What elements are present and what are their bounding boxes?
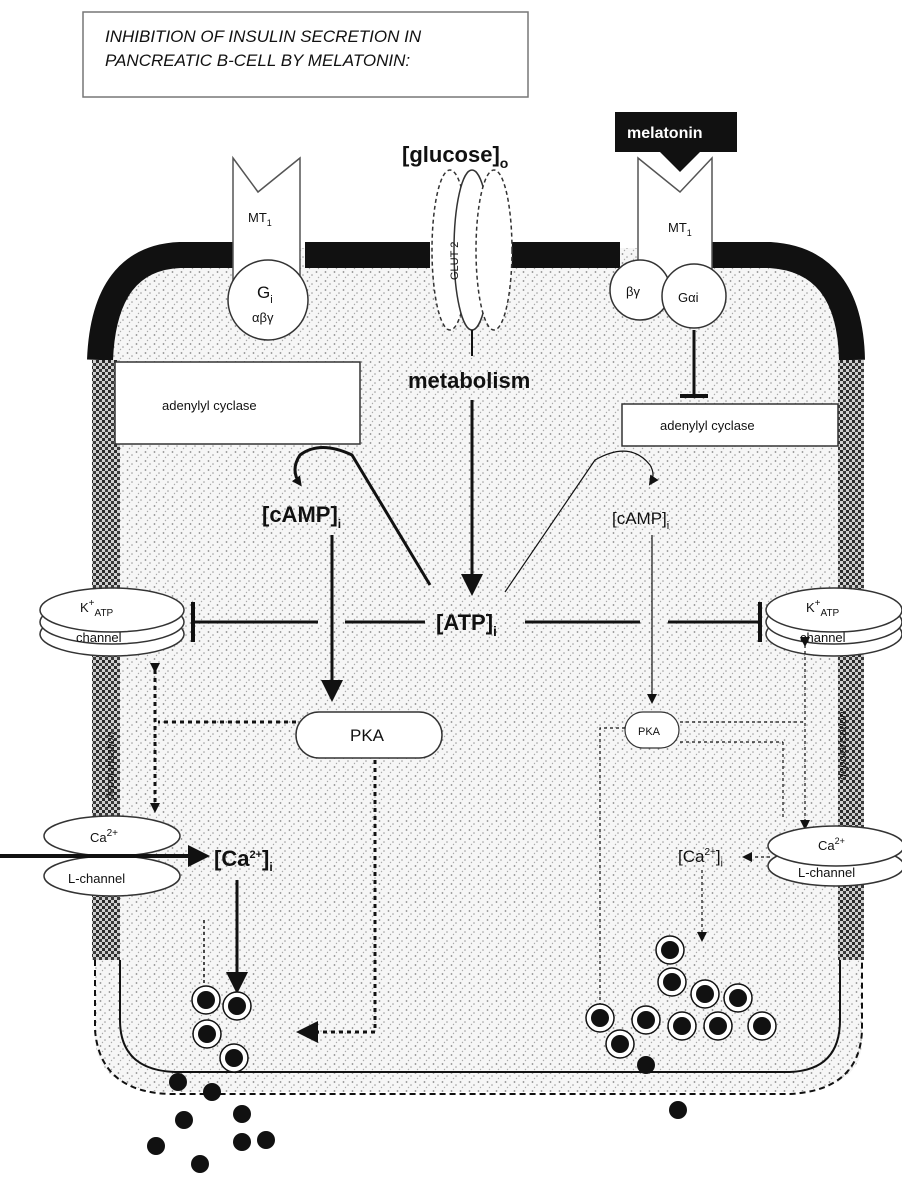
- left-katp-channel: K+ATP channel: [40, 588, 184, 656]
- right-ca-label: [Ca2+]i: [678, 847, 723, 869]
- right-ca-channel: Ca2+ L-channel: [768, 826, 902, 886]
- glucose-text: [glucose]: [402, 142, 500, 167]
- left-receptor-label: MT: [248, 210, 267, 225]
- vesicle: [656, 936, 684, 964]
- right-katp-channel: K+ATP channel: [766, 588, 902, 656]
- right-beta-gamma: βγ: [626, 284, 640, 299]
- left-g-main: G: [257, 283, 270, 302]
- right-g-alpha: Gαi: [678, 290, 699, 305]
- left-depolarisation: depolarisation: [105, 732, 117, 801]
- right-receptor-sub: 1: [687, 228, 692, 238]
- right-ca-channel-bottom: L-channel: [798, 865, 855, 880]
- vesicle: [606, 1030, 634, 1058]
- glucose-label: [glucose]o: [402, 142, 508, 171]
- title-line-2: PANCREATIC B-CELL BY MELATONIN:: [105, 51, 410, 70]
- vesicle: [586, 1004, 614, 1032]
- left-katp-bottom: channel: [76, 630, 122, 645]
- left-ac-label: adenylyl cyclase: [162, 398, 257, 413]
- vesicle: [704, 1012, 732, 1040]
- left-receptor-sub: 1: [267, 218, 272, 228]
- vesicle: [658, 968, 686, 996]
- left-adenylyl-cyclase: adenylyl cyclase: [115, 362, 360, 444]
- vesicle: [193, 1020, 221, 1048]
- right-pka: PKA: [625, 712, 679, 748]
- right-receptor-label: MT: [668, 220, 687, 235]
- vesicle: [724, 984, 752, 1012]
- vesicle: [691, 980, 719, 1008]
- glut2-label: GLUT 2: [449, 242, 461, 280]
- vesicle: [220, 1044, 248, 1072]
- glut2-transporter: GLUT 2: [432, 170, 512, 330]
- vesicle: [192, 986, 220, 1014]
- left-camp: [cAMP]i: [262, 502, 341, 531]
- melatonin-ligand: melatonin: [615, 112, 737, 172]
- left-ca-channel-bottom: L-channel: [68, 871, 125, 886]
- vesicle: [223, 992, 251, 1020]
- left-pka: PKA: [296, 712, 442, 758]
- svg-text:[glucose]o: [glucose]o: [402, 142, 508, 171]
- right-katp-bottom: channel: [800, 630, 846, 645]
- right-pka-label: PKA: [638, 726, 661, 738]
- right-adenylyl-cyclase: adenylyl cyclase: [622, 404, 838, 446]
- right-depolarisation: depolarisation: [837, 712, 849, 781]
- right-ac-label: adenylyl cyclase: [660, 418, 755, 433]
- left-gi-protein: Gi αβγ: [228, 260, 308, 340]
- left-g-sub: αβγ: [252, 310, 274, 325]
- vesicle: [632, 1006, 660, 1034]
- atp-label: [ATP]i: [436, 610, 497, 639]
- metabolism-label: metabolism: [408, 368, 530, 393]
- glucose-sub: o: [500, 155, 509, 171]
- left-ca-label: [Ca2+]i: [214, 846, 273, 874]
- left-pka-label: PKA: [350, 726, 385, 745]
- title-line-1: INHIBITION OF INSULIN SECRETION IN: [105, 27, 422, 46]
- vesicle: [748, 1012, 776, 1040]
- left-g-main-sub: i: [270, 294, 272, 306]
- melatonin-label: melatonin: [627, 125, 703, 142]
- vesicle: [668, 1012, 696, 1040]
- title-box: INHIBITION OF INSULIN SECRETION IN PANCR…: [83, 12, 528, 97]
